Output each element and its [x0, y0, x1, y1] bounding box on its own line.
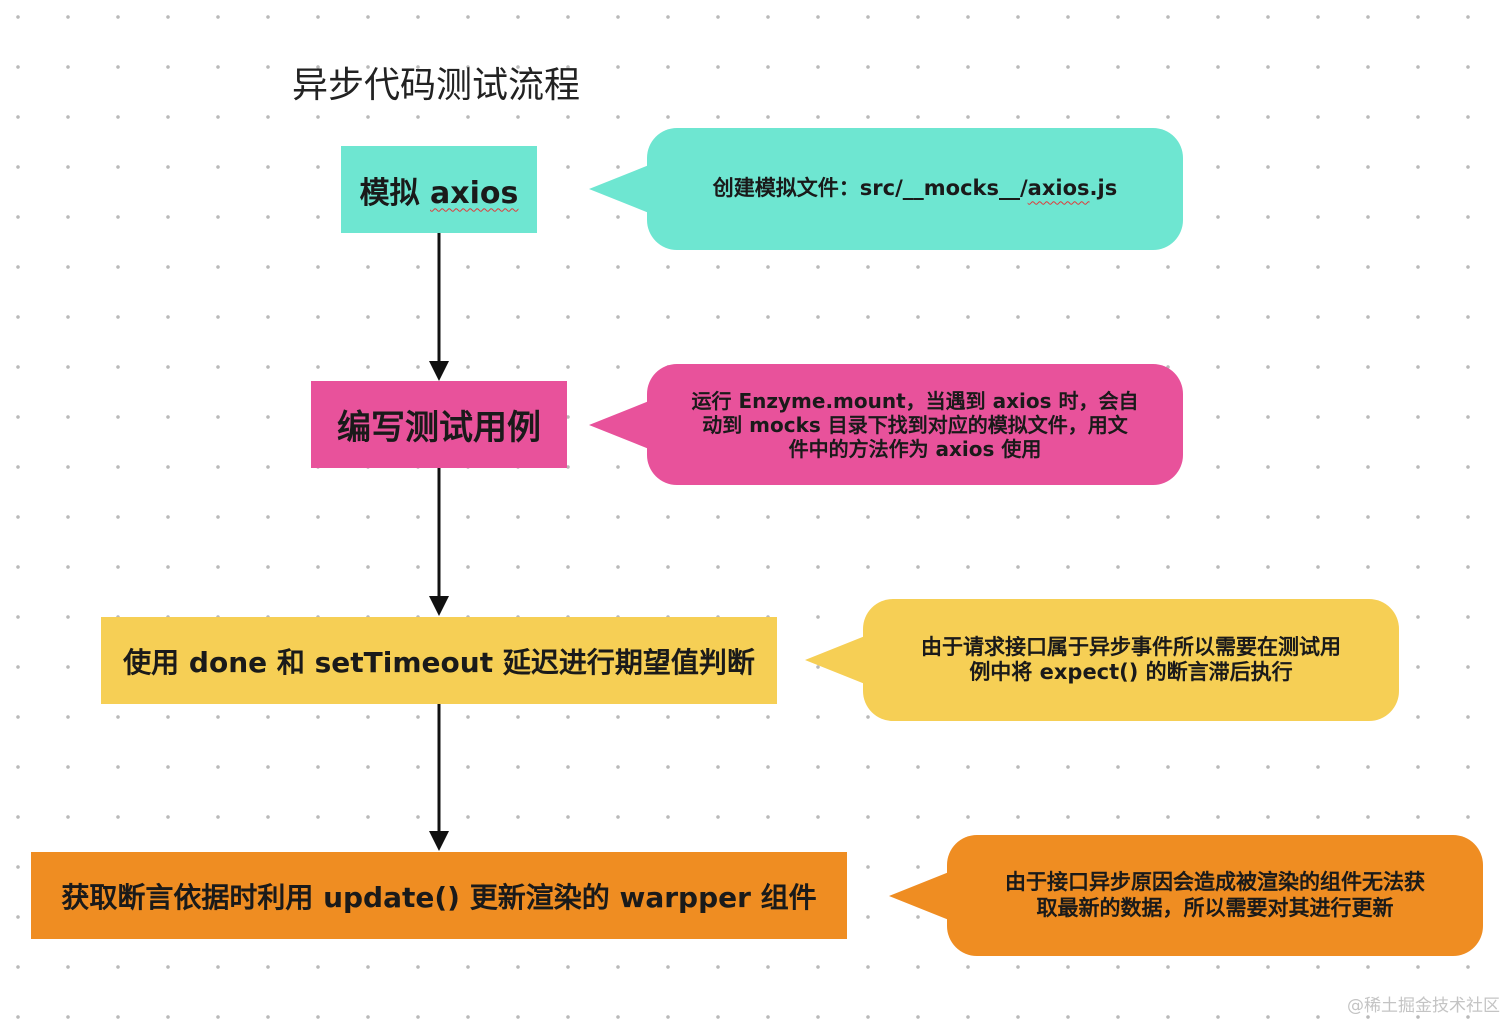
page-title: 异步代码测试流程 [292, 65, 581, 106]
step-update-wrapper: 获取断言依据时利用 update() 更新渲染的 warpper 组件 [31, 852, 847, 939]
note-mock-file: 创建模拟文件：src/__mocks__/axios.js [647, 128, 1183, 250]
note-enzyme-mount-pointer [589, 401, 649, 449]
watermark: @稀土掘金技术社区 [1347, 996, 1500, 1016]
step-mock-axios-label: 模拟 axios [359, 175, 519, 211]
step-done-settimeout-label: 使用 done 和 setTimeout 延迟进行期望值判断 [123, 645, 755, 679]
note-enzyme-mount: 运行 Enzyme.mount，当遇到 axios 时，会自 动到 mocks … [647, 364, 1183, 485]
arrowhead-step4 [429, 831, 449, 851]
note-async-expect-pointer [805, 636, 865, 684]
note-update-data-pointer [889, 872, 949, 920]
note-async-expect: 由于请求接口属于异步事件所以需要在测试用 例中将 expect() 的断言滞后执… [863, 599, 1399, 721]
step-write-test-case-label: 编写测试用例 [337, 408, 541, 448]
note-async-expect-text: 由于请求接口属于异步事件所以需要在测试用 例中将 expect() 的断言滞后执… [921, 634, 1341, 684]
arrowhead-step2 [429, 361, 449, 381]
arrowhead-step3 [429, 596, 449, 616]
note-update-data: 由于接口异步原因会造成被渲染的组件无法获 取最新的数据，所以需要对其进行更新 [947, 835, 1483, 956]
note-mock-file-pointer [589, 165, 649, 213]
note-enzyme-mount-text: 运行 Enzyme.mount，当遇到 axios 时，会自 动到 mocks … [691, 388, 1139, 461]
step-mock-axios: 模拟 axios [341, 146, 537, 233]
step-write-test-case: 编写测试用例 [311, 381, 567, 468]
step-update-wrapper-label: 获取断言依据时利用 update() 更新渲染的 warpper 组件 [61, 880, 817, 914]
note-update-data-text: 由于接口异步原因会造成被渲染的组件无法获 取最新的数据，所以需要对其进行更新 [1005, 870, 1425, 920]
note-mock-file-text: 创建模拟文件：src/__mocks__/axios.js [712, 176, 1118, 201]
step-done-settimeout: 使用 done 和 setTimeout 延迟进行期望值判断 [101, 617, 777, 704]
